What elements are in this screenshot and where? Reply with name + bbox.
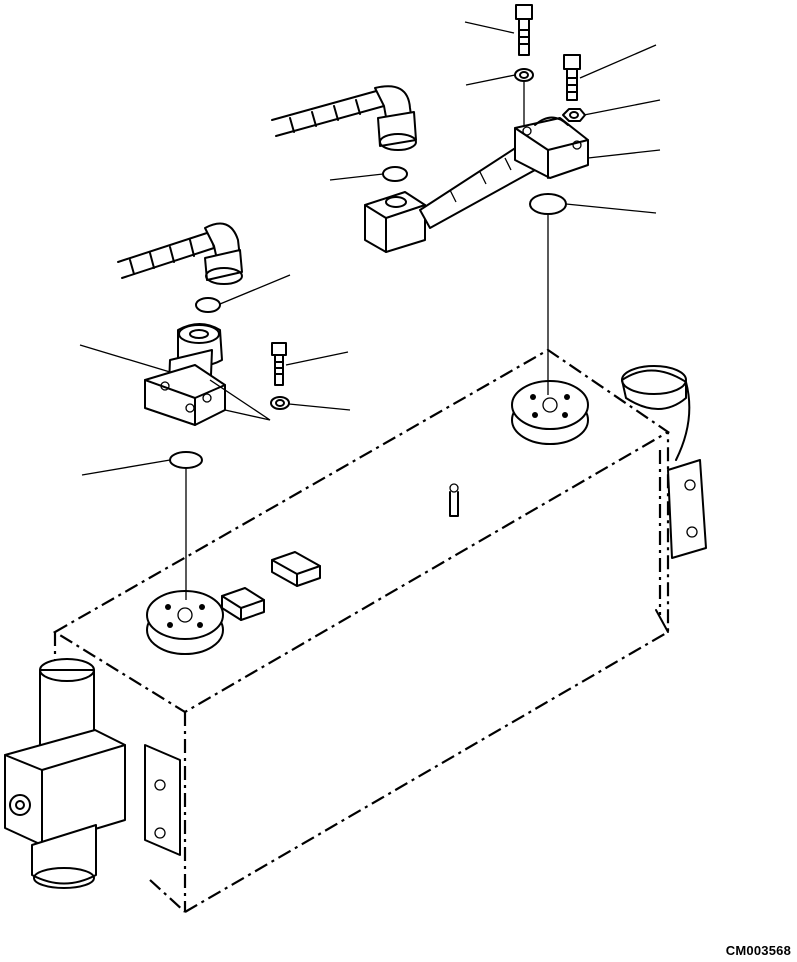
tank-outline — [52, 348, 671, 913]
washer-top-center — [514, 68, 534, 125]
o-ring-upper-right-large — [529, 193, 567, 215]
left-hose — [117, 222, 243, 285]
center-lines — [185, 215, 549, 600]
nut-top-right — [562, 108, 586, 122]
leader-lines — [79, 21, 661, 476]
right-hose — [271, 85, 417, 151]
washer-left — [270, 396, 290, 410]
flange-left — [146, 590, 224, 655]
right-pipe-stub — [621, 365, 691, 461]
right-bracket — [655, 459, 707, 633]
left-bracket — [144, 744, 181, 856]
bolt-top-center — [515, 4, 533, 56]
right-fitting-pipe — [364, 116, 589, 253]
o-ring-lower-left — [169, 451, 203, 469]
left-fitting-block — [144, 323, 271, 426]
bolt-top-right — [563, 54, 581, 101]
mounting-pads — [221, 483, 459, 621]
o-ring-upper-right — [382, 166, 408, 182]
bolt-left — [271, 342, 287, 386]
flange-right — [511, 380, 589, 445]
left-pipe-assembly — [4, 658, 126, 889]
o-ring-upper-left — [195, 297, 221, 313]
figure-code: CM003568 — [725, 943, 791, 958]
